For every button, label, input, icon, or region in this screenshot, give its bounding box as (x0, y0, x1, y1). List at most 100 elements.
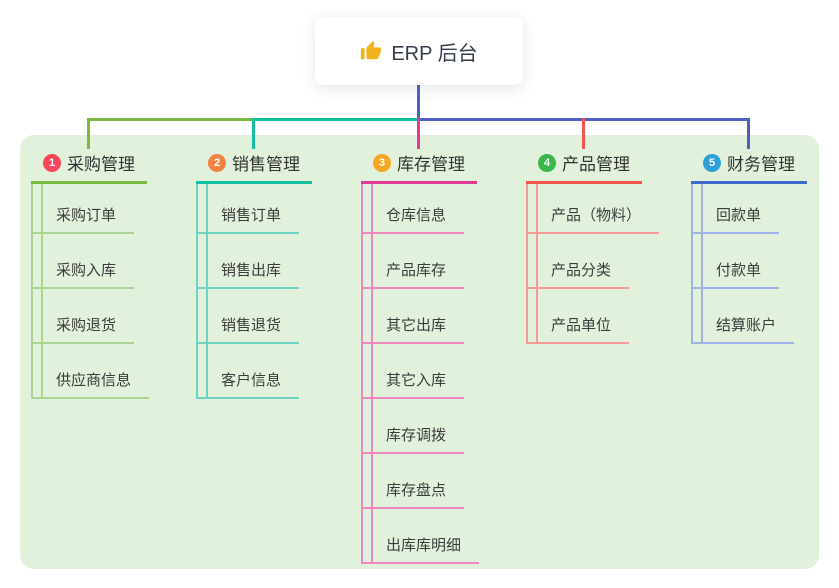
child-topic[interactable]: 客户信息 (198, 344, 300, 399)
branch-label: 库存管理 (397, 155, 465, 174)
child-label: 客户信息 (221, 372, 282, 389)
child-label: 产品分类 (551, 262, 612, 279)
branch-number-badge: 3 (373, 153, 391, 172)
branch: 4 产品管理 产品（物料） 产品分类产品单位 (526, 148, 660, 344)
child-label: 结算账户 (716, 317, 777, 334)
child-connector-line (701, 184, 703, 232)
child-topic[interactable]: 销售退货 (198, 289, 300, 344)
child-connector-line (371, 454, 373, 507)
child-topic[interactable]: 库存调拨 (363, 399, 465, 454)
child-label: 仓库信息 (386, 207, 447, 224)
branch-children: 销售订单销售出库销售退货客户信息 (196, 184, 312, 399)
root-connector-line (417, 85, 420, 119)
child-topic[interactable]: 采购订单 (33, 184, 135, 234)
bus-segment-middle (254, 118, 419, 121)
branch: 5 财务管理 回款单付款单结算账户 (691, 148, 807, 344)
root-topic-label: ERP 后台 (391, 42, 478, 65)
child-connector-line (206, 289, 208, 342)
root-topic[interactable]: ERP 后台 (315, 17, 523, 85)
branch-label: 采购管理 (67, 155, 135, 174)
child-connector-line (41, 344, 43, 397)
branch-label: 财务管理 (727, 155, 795, 174)
child-label: 供应商信息 (56, 372, 132, 389)
child-connector-line (371, 234, 373, 287)
child-topic[interactable]: 其它出库 (363, 289, 465, 344)
branch-drop-line (87, 118, 90, 149)
child-connector-line (206, 234, 208, 287)
child-connector-line (41, 289, 43, 342)
branch-number-badge: 4 (538, 153, 556, 172)
child-label: 出库库明细 (386, 537, 462, 554)
branch: 1 采购管理 采购订单采购入库采购退货供应商信息 (31, 148, 150, 399)
child-label: 其它入库 (386, 372, 447, 389)
child-label: 销售出库 (221, 262, 282, 279)
child-label: 付款单 (716, 262, 762, 279)
child-topic[interactable]: 付款单 (693, 234, 780, 289)
branch-children: 产品（物料） 产品分类产品单位 (526, 184, 660, 344)
branch-title[interactable]: 1 采购管理 (31, 148, 147, 184)
child-topic[interactable]: 仓库信息 (363, 184, 465, 234)
child-topic[interactable]: 产品库存 (363, 234, 465, 289)
child-connector-line (371, 344, 373, 397)
branch-drop-line (417, 118, 420, 149)
child-topic[interactable]: 供应商信息 (33, 344, 150, 399)
branch-number-badge: 2 (208, 153, 226, 172)
child-topic[interactable]: 产品分类 (528, 234, 630, 289)
branch-number-badge: 5 (703, 153, 721, 172)
branch: 2 销售管理 销售订单销售出库销售退货客户信息 (196, 148, 312, 399)
branch-label: 销售管理 (232, 155, 300, 174)
child-label: 采购入库 (56, 262, 117, 279)
child-connector-line (371, 509, 373, 562)
child-topic[interactable]: 库存盘点 (363, 454, 465, 509)
branch-title[interactable]: 4 产品管理 (526, 148, 642, 184)
branch-children: 回款单付款单结算账户 (691, 184, 807, 344)
child-connector-line (41, 184, 43, 232)
background-panel (20, 135, 819, 569)
child-connector-line (371, 289, 373, 342)
child-topic[interactable]: 销售订单 (198, 184, 300, 234)
child-connector-line (371, 184, 373, 232)
child-label: 库存盘点 (386, 482, 447, 499)
child-connector-line (206, 184, 208, 232)
thumbs-up-icon (360, 40, 382, 62)
branch-drop-line (747, 118, 750, 149)
child-connector-line (371, 399, 373, 452)
child-topic[interactable]: 采购入库 (33, 234, 135, 289)
child-connector-line (536, 184, 538, 232)
child-topic[interactable]: 其它入库 (363, 344, 465, 399)
bus-segment-left (87, 118, 254, 121)
child-label: 回款单 (716, 207, 762, 224)
child-label: 产品单位 (551, 317, 612, 334)
branch-number-badge: 1 (43, 153, 61, 172)
branch-label: 产品管理 (562, 155, 630, 174)
child-connector-line (536, 234, 538, 287)
child-label: 产品（物料） (551, 207, 642, 224)
child-connector-line (701, 234, 703, 287)
child-label: 产品库存 (386, 262, 447, 279)
child-connector-line (536, 289, 538, 342)
branch-drop-line (252, 118, 255, 149)
child-topic[interactable]: 回款单 (693, 184, 780, 234)
child-connector-line (41, 234, 43, 287)
branch-title[interactable]: 3 库存管理 (361, 148, 477, 184)
child-label: 采购退货 (56, 317, 117, 334)
child-connector-line (701, 289, 703, 342)
child-topic[interactable]: 出库库明细 (363, 509, 480, 564)
branch-title[interactable]: 5 财务管理 (691, 148, 807, 184)
child-label: 采购订单 (56, 207, 117, 224)
branch-children: 仓库信息产品库存其它出库其它入库库存调拨库存盘点出库库明细 (361, 184, 480, 564)
child-topic[interactable]: 结算账户 (693, 289, 795, 344)
child-label: 销售退货 (221, 317, 282, 334)
child-topic[interactable]: 产品（物料） (528, 184, 660, 234)
child-topic[interactable]: 产品单位 (528, 289, 630, 344)
child-label: 销售订单 (221, 207, 282, 224)
branch-title[interactable]: 2 销售管理 (196, 148, 312, 184)
child-topic[interactable]: 销售出库 (198, 234, 300, 289)
branch-children: 采购订单采购入库采购退货供应商信息 (31, 184, 150, 399)
child-topic[interactable]: 采购退货 (33, 289, 135, 344)
child-connector-line (206, 344, 208, 397)
child-label: 其它出库 (386, 317, 447, 334)
child-label: 库存调拨 (386, 427, 447, 444)
branch: 3 库存管理 仓库信息产品库存其它出库其它入库库存调拨库存盘点出库库明细 (361, 148, 480, 564)
